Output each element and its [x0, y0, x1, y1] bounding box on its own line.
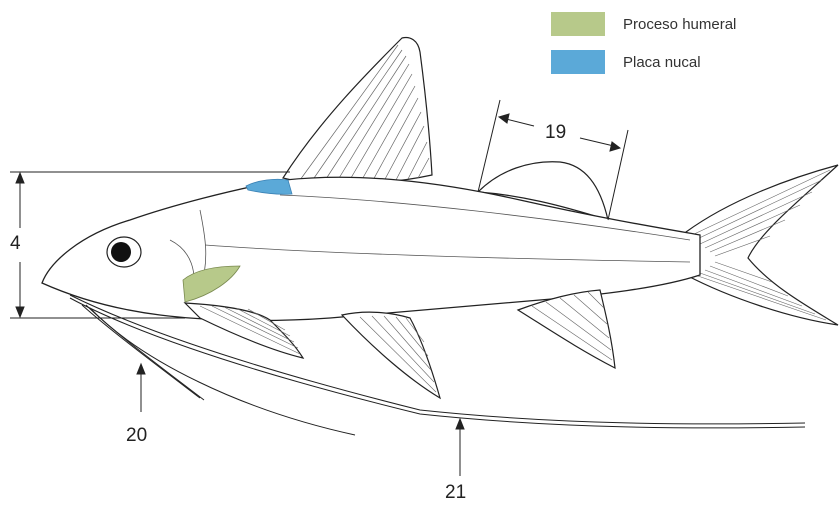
- humeral-process-swatch: [551, 12, 605, 36]
- legend-item-humeral-process: Proceso humeral: [551, 12, 736, 36]
- caudal-fin: [686, 165, 838, 325]
- measure-4-label: 4: [10, 233, 21, 255]
- measure-19-label: 19: [545, 122, 566, 144]
- legend-item-nuchal-plate: Placa nucal: [551, 50, 736, 74]
- pelvic-fin: [342, 312, 440, 398]
- anal-fin: [518, 290, 615, 368]
- legend: Proceso humeral Placa nucal: [551, 12, 736, 88]
- legend-label: Proceso humeral: [623, 16, 736, 33]
- measure-20-label: 20: [126, 425, 147, 447]
- eye: [107, 237, 141, 267]
- nuchal-plate-swatch: [551, 50, 605, 74]
- dorsal-fin: [283, 38, 432, 184]
- measure-20: [137, 364, 145, 412]
- measure-21-label: 21: [445, 482, 466, 504]
- legend-label: Placa nucal: [623, 54, 701, 71]
- measure-21: [456, 419, 464, 476]
